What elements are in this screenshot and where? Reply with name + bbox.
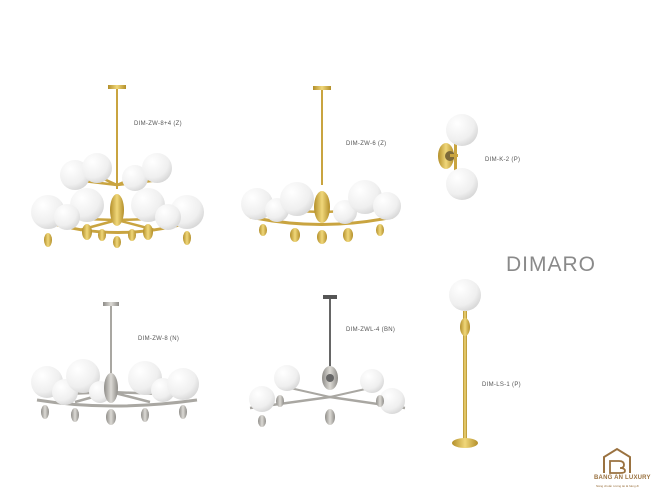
product-code-label: DIM-ZW-8 (N) (138, 336, 180, 342)
product-code-label: DIM-K-2 (P) (485, 157, 521, 163)
chandelier-dim-zw-6 (241, 86, 401, 244)
brand-name: BANG AN LUXURY (594, 475, 651, 481)
brand-tagline: Nâng chuẩn tương lai là hàng đi (596, 484, 639, 488)
collection-title: DIMARO (506, 253, 596, 276)
chandelier-dim-zwl-4 (249, 295, 406, 427)
chandelier-dim-zw-8-4 (31, 85, 204, 248)
product-code-label: DIM-ZW-6 (Z) (346, 141, 387, 147)
chandelier-dim-zw-8 (31, 302, 199, 425)
product-code-label: DIM-ZW-8+4 (Z) (134, 121, 182, 127)
product-code-label: DIM-ZWL-4 (BN) (346, 327, 396, 333)
wall-sconce-dim-k-2 (438, 114, 478, 200)
floor-lamp-dim-ls-1 (449, 279, 481, 448)
product-code-label: DIM-LS-1 (P) (482, 382, 521, 388)
brand-logo (603, 447, 631, 474)
